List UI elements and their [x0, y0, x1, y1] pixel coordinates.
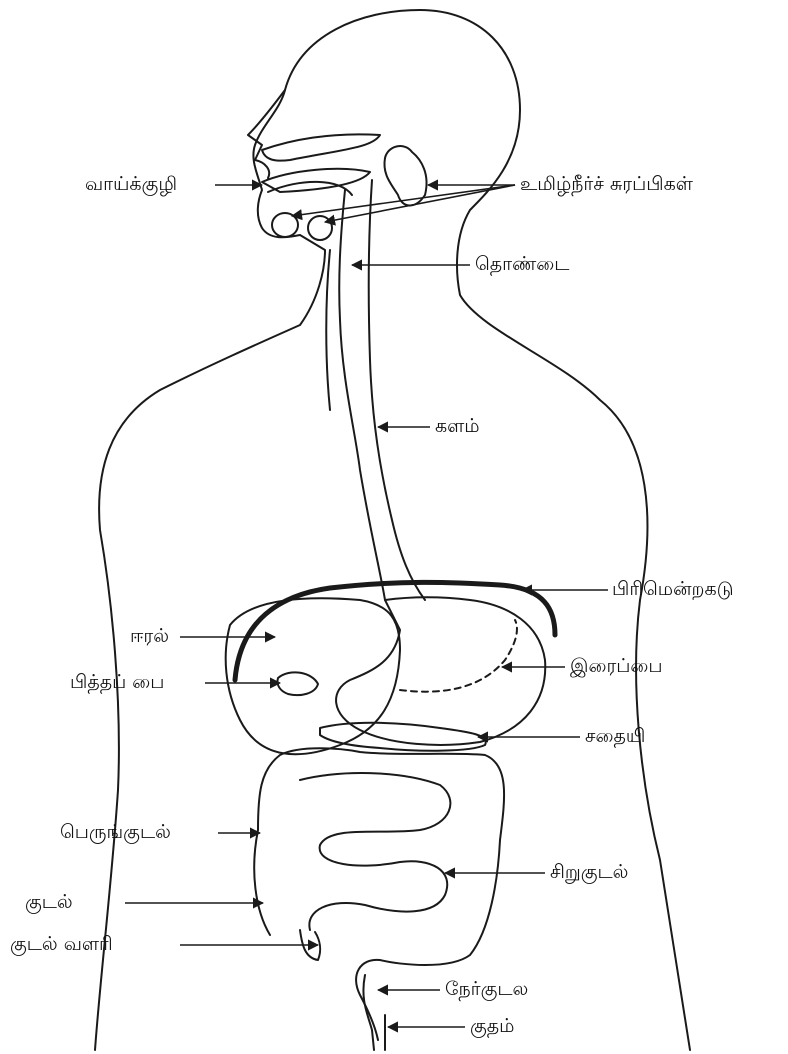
pancreas	[320, 723, 486, 751]
salivary-gland-parotid	[384, 146, 426, 205]
label-esophagus: களம்	[435, 417, 480, 436]
leader-salivary-2	[292, 185, 515, 216]
label-salivary-glands: உமிழ்நீர்ச் சுரப்பிகள்	[520, 175, 693, 194]
label-small-intestine: சிறுகுடல்	[550, 863, 628, 882]
gallbladder	[277, 672, 318, 695]
leader-salivary-3	[325, 185, 515, 222]
esophagus-back	[369, 180, 425, 600]
label-rectum: நேர்குடல	[445, 980, 528, 999]
label-pharynx: தொண்டை	[475, 255, 569, 274]
liver	[226, 598, 400, 754]
small-intestine	[300, 773, 450, 930]
label-liver: ஈரல்	[130, 627, 169, 646]
label-gallbladder: பித்தப் பை	[70, 673, 164, 692]
label-pancreas: சதையி	[585, 727, 645, 746]
tongue	[268, 182, 352, 195]
label-mouth: வாய்க்குழி	[85, 175, 177, 194]
stomach-fold	[400, 620, 517, 692]
body-outline	[95, 10, 690, 1050]
salivary-gland-sublingual	[272, 213, 298, 237]
diaphragm	[235, 582, 555, 680]
label-colon: குடல்	[25, 893, 73, 912]
label-stomach: இரைப்பை	[570, 657, 663, 676]
label-appendix: குடல் வளரி	[10, 935, 113, 954]
label-anus: குதம்	[470, 1017, 514, 1036]
trachea	[326, 250, 330, 410]
esophagus-front	[339, 190, 385, 600]
nasal-cavity	[262, 134, 380, 160]
label-diaphragm: பிரிமென்றகடு	[612, 580, 734, 599]
label-large-intestine: பெருங்குடல்	[60, 823, 171, 842]
salivary-gland-submandibular	[308, 216, 332, 240]
